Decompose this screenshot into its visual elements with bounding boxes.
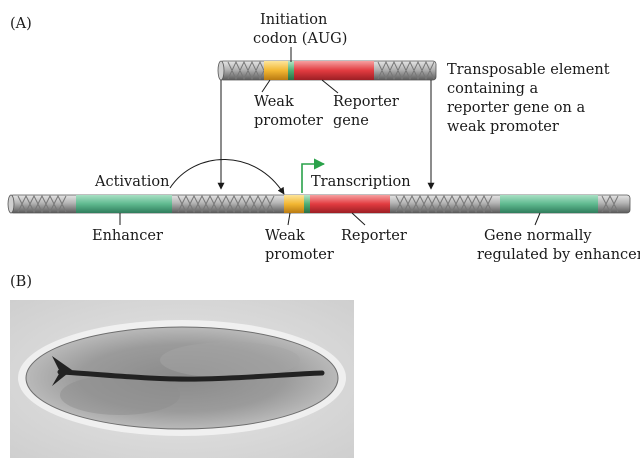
transposable-label-2: containing a: [447, 81, 539, 97]
bottom-promoter-label: promoter: [265, 247, 334, 263]
gene-label-1: Gene normally: [484, 228, 592, 244]
chromosome-helix: [17, 194, 619, 214]
enhancer-segment: [76, 195, 172, 213]
panel-a-tag: (A): [10, 16, 32, 32]
activation-arrow: [169, 159, 285, 195]
gene-leader: [534, 212, 541, 226]
bottom-promoter-leader: [287, 212, 291, 226]
chromosome: [7, 194, 631, 214]
transposable-label-4: weak promoter: [447, 119, 559, 135]
transposable-label-1: Transposable element: [447, 62, 610, 78]
transposon-promoter: [264, 61, 288, 80]
chromosome-aug: [304, 195, 310, 213]
chromosome-promoter: [284, 195, 304, 213]
transposon-reporter: [294, 61, 374, 80]
initiation-label-2: codon (AUG): [253, 31, 347, 47]
transposable-label-3: reporter gene on a: [447, 100, 585, 116]
transposon-aug: [288, 61, 294, 80]
transcription-arrow: [301, 158, 326, 193]
bottom-weak-label: Weak: [265, 228, 305, 244]
initiation-label-1: Initiation: [260, 12, 327, 28]
reporter-stain-stripe: [57, 369, 325, 382]
transposable-element: [217, 60, 437, 81]
weak-promoter-label-1: Weak: [254, 94, 294, 110]
weak-promoter-label-2: promoter: [254, 113, 323, 129]
enhancer-label: Enhancer: [92, 228, 163, 244]
bottom-reporter-leader: [351, 212, 366, 226]
panel-b-tag: (B): [10, 274, 32, 290]
transposon-helix: [227, 60, 435, 81]
bottom-reporter-label: Reporter: [341, 228, 407, 244]
chromosome-reporter: [310, 195, 390, 213]
head-stain: [52, 356, 72, 386]
reporter-gene-label-2: gene: [333, 113, 369, 129]
embryo-micrograph: [10, 300, 354, 458]
weak-promoter-leader: [261, 79, 271, 93]
activation-label: Activation: [94, 174, 169, 190]
target-gene-segment: [500, 195, 598, 213]
reporter-gene-label-1: Reporter: [333, 94, 399, 110]
transcription-label: Transcription: [311, 174, 411, 190]
gene-label-2: regulated by enhancer: [477, 247, 640, 263]
reporter-gene-leader: [321, 79, 339, 94]
